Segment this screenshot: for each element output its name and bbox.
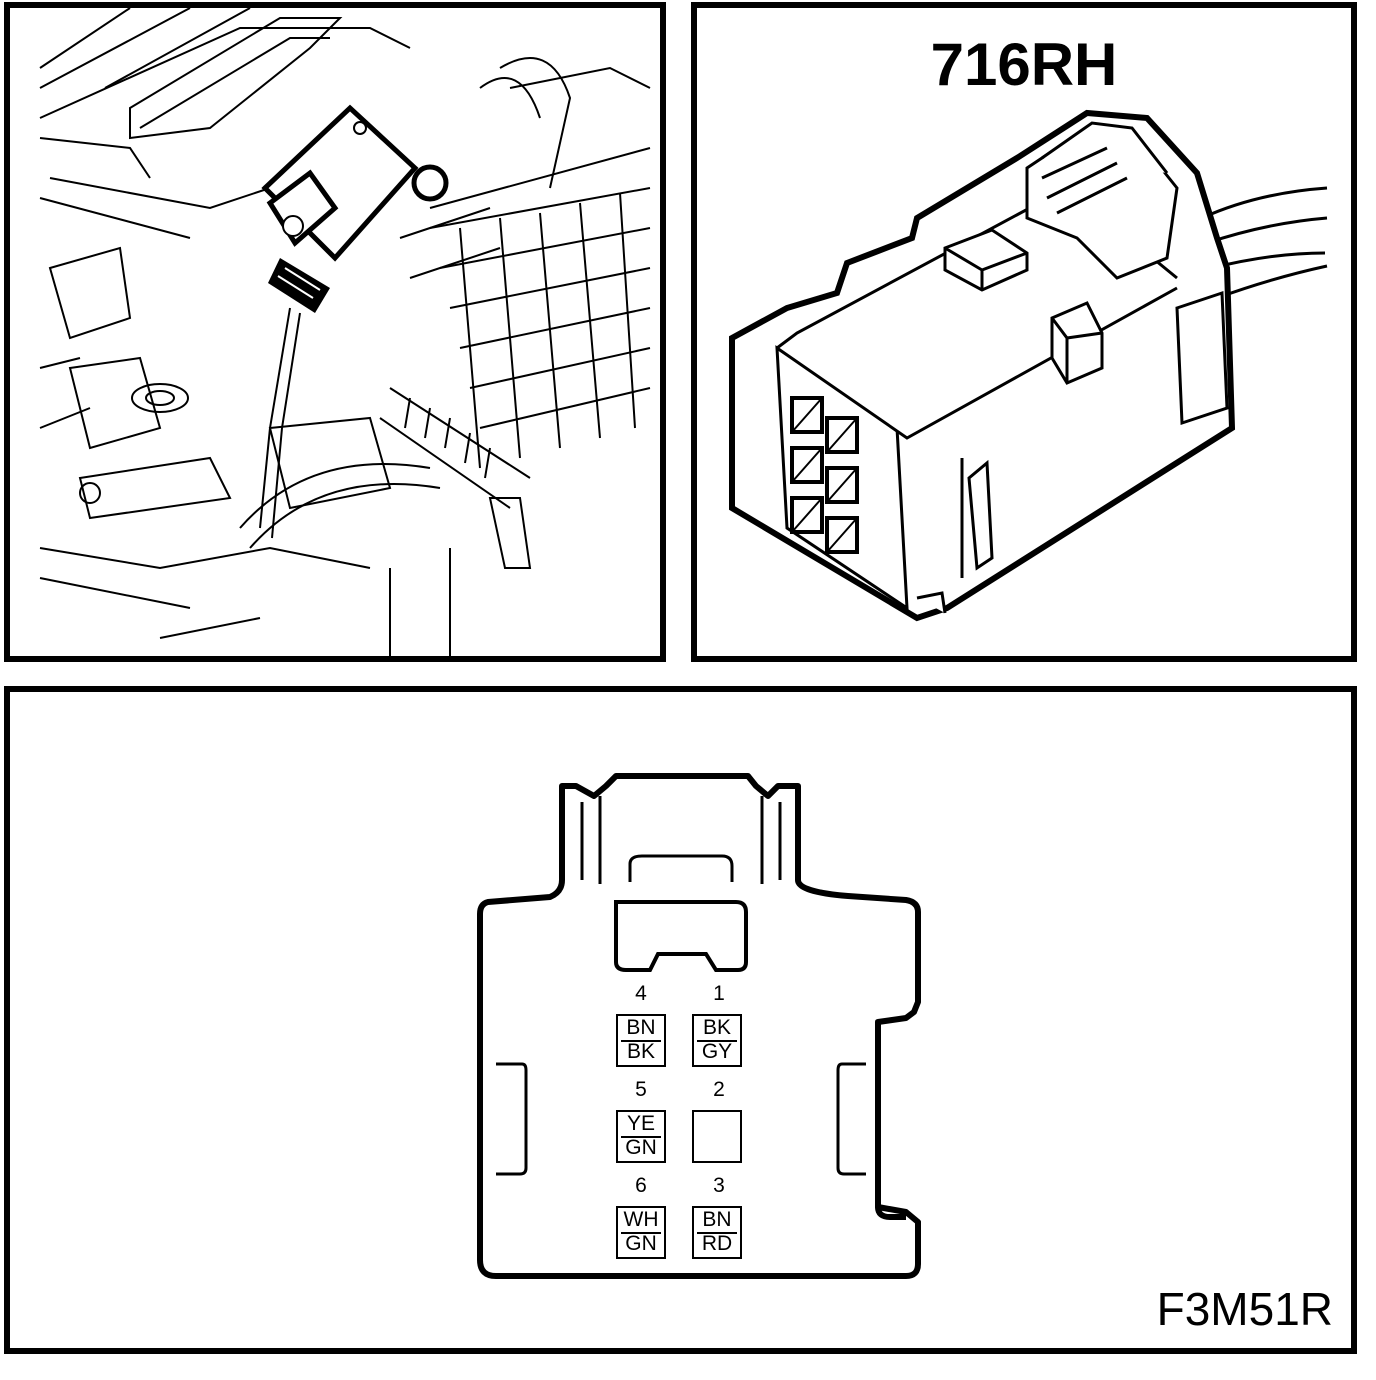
pin-number: 1 — [713, 982, 725, 1005]
wire-color-bottom: RD — [701, 1232, 733, 1255]
connector-3d-panel: 716RH — [691, 2, 1357, 662]
pin-number: 6 — [635, 1174, 647, 1197]
connector-name-label: 716RH — [930, 31, 1118, 98]
pin-wire-box: YE GN — [616, 1110, 666, 1163]
figure-id-label: F3M51R — [1156, 1283, 1333, 1335]
connector-716rh-installed — [259, 258, 330, 539]
connector-face-outline — [477, 773, 921, 1279]
wire-color-top: BN — [626, 1016, 656, 1039]
wire-color-bottom: BK — [626, 1040, 655, 1063]
wire-color-top: BK — [702, 1016, 731, 1039]
pin-wire-box-empty — [692, 1110, 742, 1163]
wire-divider — [621, 1040, 661, 1042]
location-view-panel — [4, 2, 666, 662]
pin-wire-box: BK GY — [692, 1014, 742, 1067]
wire-divider — [697, 1040, 737, 1042]
pin-number: 5 — [635, 1078, 647, 1101]
connector-face-panel: 4 BN BK 1 BK GY 5 YE GN 2 6 WH — [4, 686, 1357, 1354]
pin-number: 2 — [713, 1078, 725, 1101]
wire-divider — [697, 1232, 737, 1234]
wire-divider — [621, 1136, 661, 1138]
pin-wire-box: BN RD — [692, 1206, 742, 1259]
wire-color-bottom: GY — [701, 1040, 733, 1063]
pin-wire-box: BN BK — [616, 1014, 666, 1067]
connector-3d-illustration — [729, 109, 1328, 622]
pin-number: 3 — [713, 1174, 725, 1197]
pin-number: 4 — [635, 982, 647, 1005]
wire-color-top: YE — [626, 1112, 655, 1135]
wire-color-bottom: GN — [625, 1232, 657, 1255]
wire-color-bottom: GN — [625, 1136, 657, 1159]
pin-wire-box: WH GN — [616, 1206, 666, 1259]
wire-divider — [621, 1232, 661, 1234]
wire-color-top: WH — [623, 1208, 659, 1231]
wire-color-top: BN — [702, 1208, 732, 1231]
component-location-illustration — [39, 8, 651, 656]
